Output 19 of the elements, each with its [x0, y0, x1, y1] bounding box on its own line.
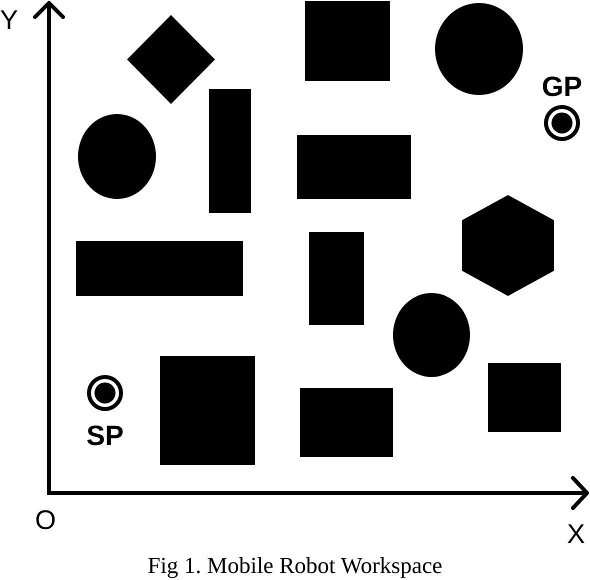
hexagon-obstacle	[462, 195, 554, 296]
rectangle-obstacle	[309, 232, 364, 325]
rectangle-obstacle	[209, 89, 251, 213]
square-obstacle	[488, 363, 561, 432]
figure-caption: Fig 1. Mobile Robot Workspace	[148, 553, 442, 578]
point-label: GP	[542, 73, 582, 101]
rectangle-obstacle	[300, 388, 393, 457]
circle-obstacle	[393, 293, 470, 377]
rectangle-obstacle	[76, 241, 243, 296]
circle-obstacle	[78, 114, 156, 199]
point-label: SP	[86, 422, 124, 450]
circle-obstacle	[435, 3, 523, 95]
square-obstacle	[305, 1, 390, 81]
square-obstacle	[160, 356, 255, 465]
rectangle-obstacle	[297, 135, 411, 199]
axis-label: X	[567, 521, 586, 548]
diamond-obstacle	[127, 15, 215, 104]
axis-label: Y	[0, 7, 18, 34]
origin-label: O	[35, 507, 56, 534]
